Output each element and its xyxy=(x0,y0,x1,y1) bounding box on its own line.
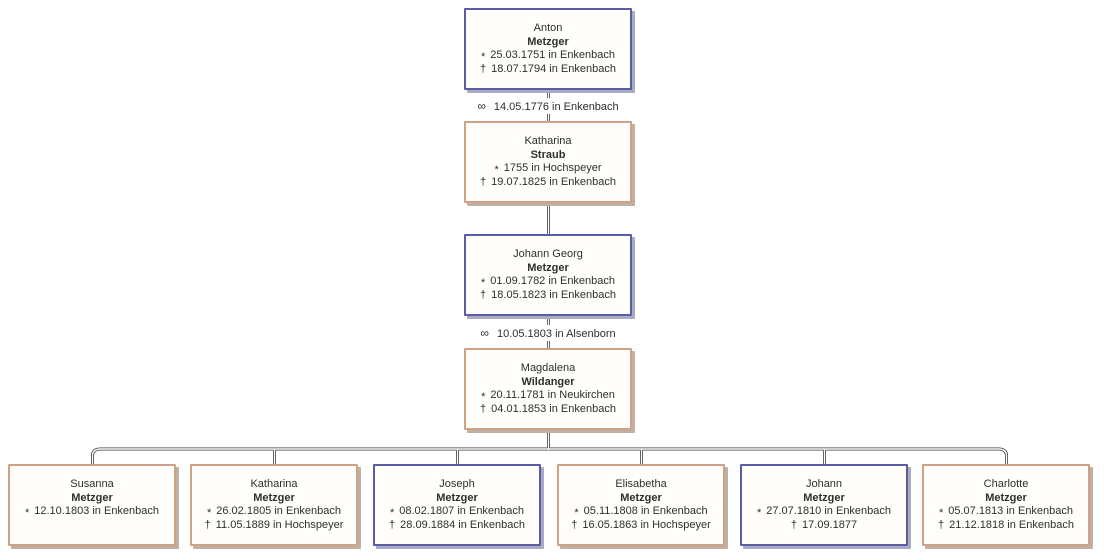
marriage-date-place: 14.05.1776 in Enkenbach xyxy=(493,101,619,113)
person-given-name: Katharina xyxy=(524,135,572,147)
person-death-text: 28.09.1884 in Enkenbach xyxy=(400,518,525,531)
death-cross-icon: † xyxy=(480,175,487,188)
person-box-elisabetha-metzger[interactable]: Elisabetha Metzger * 05.11.1808 in Enkenb… xyxy=(557,464,725,546)
person-death-text: 16.05.1863 in Hochspeyer xyxy=(582,518,711,531)
person-birth-text: 12.10.1803 in Enkenbach xyxy=(34,505,160,517)
person-death-line: † 21.12.1818 in Enkenbach xyxy=(924,519,1088,533)
death-cross-icon: † xyxy=(389,518,396,531)
person-box-katharina-straub[interactable]: Katharina Straub * 1755 in Hochspeyer † 19… xyxy=(464,121,632,203)
death-cross-icon: † xyxy=(480,288,487,301)
person-death-line: † 19.07.1825 in Enkenbach xyxy=(466,176,630,190)
birth-star-icon: * xyxy=(756,507,762,519)
death-cross-icon: † xyxy=(480,62,487,75)
birth-star-icon: * xyxy=(480,277,486,289)
birth-star-icon: * xyxy=(206,507,212,519)
person-given-name: Johann Georg xyxy=(513,248,583,260)
person-birth-line: * 27.07.1810 in Enkenbach xyxy=(742,505,906,519)
marriage-date-place: 10.05.1803 in Alsenborn xyxy=(496,328,616,340)
person-death-line: † 11.05.1889 in Hochspeyer xyxy=(192,519,356,533)
person-death-text: 11.05.1889 in Hochspeyer xyxy=(215,518,344,531)
person-death-text: 18.05.1823 in Enkenbach xyxy=(491,288,616,301)
person-given-name: Susanna xyxy=(70,478,114,490)
person-surname: Metzger xyxy=(620,491,662,504)
person-box-anton-metzger[interactable]: Anton Metzger * 25.03.1751 in Enkenbach †… xyxy=(464,8,632,90)
marriage-label: ∞ 10.05.1803 in Alsenborn xyxy=(473,325,623,341)
person-birth-text: 26.02.1805 in Enkenbach xyxy=(216,505,342,517)
birth-star-icon: * xyxy=(574,507,579,519)
person-birth-text: 27.07.1810 in Enkenbach xyxy=(766,505,892,517)
person-box-katharina-metzger[interactable]: Katharina Metzger * 26.02.1805 in Enkenba… xyxy=(190,464,358,546)
person-given-name: Magdalena xyxy=(520,362,576,374)
person-surname: Metzger xyxy=(527,261,569,274)
person-birth-text: 1755 in Hochspeyer xyxy=(503,162,602,174)
person-surname: Metzger xyxy=(803,491,845,504)
person-surname: Metzger xyxy=(71,491,113,504)
person-box-charlotte-metzger[interactable]: Charlotte Metzger * 05.07.1813 in Enkenba… xyxy=(922,464,1090,546)
person-box-johann-metzger[interactable]: Johann Metzger *27.07.1810 in Enkenbach … xyxy=(740,464,908,546)
person-death-text: 17.09.1877 xyxy=(802,518,858,531)
birth-star-icon: * xyxy=(938,507,944,519)
death-cross-icon: † xyxy=(480,402,487,415)
person-surname: Wildanger xyxy=(521,375,575,388)
marriage-label: ∞ 14.05.1776 in Enkenbach xyxy=(470,98,626,114)
person-birth-line: * 01.09.1782 in Enkenbach xyxy=(466,275,630,289)
birth-star-icon: * xyxy=(480,51,486,63)
person-birth-text: 08.02.1807 in Enkenbach xyxy=(399,505,525,517)
person-given-name: Johann xyxy=(805,478,843,490)
death-cross-icon: † xyxy=(204,518,211,531)
person-surname: Metzger xyxy=(527,35,569,48)
person-death-line: † 18.05.1823 in Enkenbach xyxy=(466,289,630,303)
person-birth-text: 05.11.1808 in Enkenbach xyxy=(583,505,708,517)
person-birth-text: 25.03.1751 in Enkenbach xyxy=(490,49,616,61)
person-surname: Metzger xyxy=(436,491,478,504)
person-given-name: Charlotte xyxy=(983,478,1029,490)
person-birth-line: * 26.02.1805 in Enkenbach xyxy=(192,505,356,519)
person-death-line: † 16.05.1863 in Hochspeyer xyxy=(559,519,723,533)
person-birth-text: 20.11.1781 in Neukirchen xyxy=(490,389,615,401)
marriage-infinity-icon: ∞ xyxy=(480,326,489,340)
person-surname: Metzger xyxy=(985,491,1027,504)
marriage-infinity-icon: ∞ xyxy=(477,99,486,113)
death-cross-icon: † xyxy=(938,518,945,531)
person-given-name: Joseph xyxy=(439,478,475,490)
person-surname: Straub xyxy=(530,148,566,161)
birth-star-icon: * xyxy=(481,391,486,403)
person-box-johann-georg-metzger[interactable]: Johann Georg Metzger * 01.09.1782 in Enke… xyxy=(464,234,632,316)
person-box-magdalena-wildanger[interactable]: Magdalena Wildanger * 20.11.1781 in Neuki… xyxy=(464,348,632,430)
person-birth-text: 01.09.1782 in Enkenbach xyxy=(490,275,616,287)
death-cross-icon: † xyxy=(571,518,578,531)
person-death-line: † 04.01.1853 in Enkenbach xyxy=(466,403,630,417)
birth-star-icon: * xyxy=(24,507,30,519)
person-box-joseph-metzger[interactable]: Joseph Metzger *08.02.1807 in Enkenbach … xyxy=(373,464,541,546)
person-birth-line: * 08.02.1807 in Enkenbach xyxy=(375,505,539,519)
person-birth-line: * 20.11.1781 in Neukirchen xyxy=(466,389,630,403)
person-box-susanna-metzger[interactable]: Susanna Metzger * 12.10.1803 in Enkenbach xyxy=(8,464,176,546)
birth-star-icon: * xyxy=(494,164,499,176)
person-surname: Metzger xyxy=(253,491,295,504)
person-death-text: 04.01.1853 in Enkenbach xyxy=(491,402,616,415)
person-death-line: † 28.09.1884 in Enkenbach xyxy=(375,519,539,533)
person-given-name: Anton xyxy=(533,22,563,34)
death-cross-icon: † xyxy=(790,518,798,531)
person-birth-line: * 25.03.1751 in Enkenbach xyxy=(466,49,630,63)
person-death-line: † 17.09.1877 xyxy=(742,519,906,533)
person-given-name: Katharina xyxy=(250,478,298,490)
person-death-line: † 18.07.1794 in Enkenbach xyxy=(466,63,630,77)
person-birth-line: * 05.11.1808 in Enkenbach xyxy=(559,505,723,519)
person-death-text: 18.07.1794 in Enkenbach xyxy=(491,62,616,75)
person-birth-line: * 1755 in Hochspeyer xyxy=(466,162,630,176)
person-given-name: Elisabetha xyxy=(615,478,667,490)
birth-star-icon: * xyxy=(389,507,395,519)
person-birth-text: 05.07.1813 in Enkenbach xyxy=(948,505,1074,517)
person-birth-line: * 12.10.1803 in Enkenbach xyxy=(10,505,174,519)
person-death-text: 21.12.1818 in Enkenbach xyxy=(949,518,1074,531)
person-birth-line: * 05.07.1813 in Enkenbach xyxy=(924,505,1088,519)
person-death-text: 19.07.1825 in Enkenbach xyxy=(491,175,616,188)
